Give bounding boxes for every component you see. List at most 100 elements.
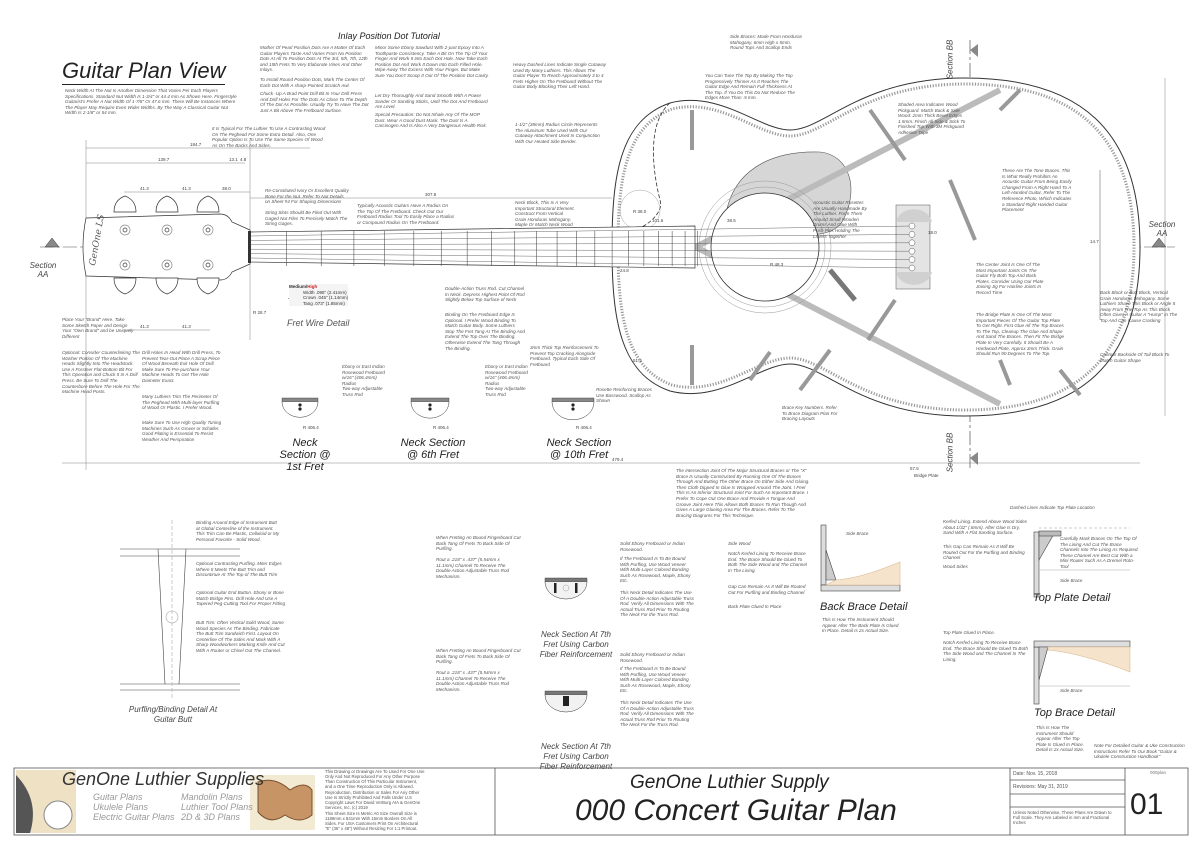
- note-truss-rod-2: Two-way Adjustable Truss Rod: [485, 386, 526, 397]
- string-3: [249, 242, 913, 246]
- fretboard-section: [544, 690, 588, 696]
- note-fretting-bound-2: When Fretting An Bound Fingerboard Cut B…: [436, 648, 521, 665]
- string-6: [249, 257, 913, 269]
- note-neck-detail-2: This Neck Detail Indicates The Use Of A …: [620, 700, 694, 728]
- dim-38-0: 38.0: [222, 186, 231, 191]
- note-top-brace-appear: This Is How The Instrument Should Appear…: [1036, 725, 1085, 753]
- note-brace-key: Brace Key Numbers. Refer To Brace Diagra…: [782, 405, 838, 422]
- note-side-braces: Side Braces: Made From Honduras Mahogany…: [730, 34, 802, 51]
- note-neck-detail-1: This Neck Detail Indicates The Use Of A …: [620, 590, 694, 618]
- note-notch-kerfed-back: Notch Kerfed Lining To Receive Brace End…: [728, 551, 807, 573]
- bridge-pin: [908, 247, 916, 255]
- top-brace-drawing: [1033, 640, 1131, 705]
- note-nut-width: Neck Width At The Nut Is Another Dimensi…: [65, 88, 237, 116]
- note-chuck-up: Chuck -Up A Brad Point Drill Bit In Your…: [260, 91, 369, 113]
- back-brace-drawing: [820, 524, 901, 592]
- dim-139-7: 139.7: [158, 157, 170, 162]
- note-gap-top: This Gap Can Remain As It Will Be Routed…: [943, 544, 1025, 561]
- dim-57-5: 57.5: [910, 466, 919, 471]
- note-back-brace-appear: This Is How The Instrument Should Appear…: [822, 617, 899, 634]
- title-block-frame: [13, 767, 1189, 836]
- product-ukulele-plans: Ukulele Plans: [93, 802, 149, 812]
- neck-radius-label: R 406.4: [576, 425, 592, 430]
- neck-profile: [544, 581, 588, 600]
- note-tuning-machines: Make Sure To Use High Quality Tuning Mac…: [142, 420, 222, 442]
- note-heavy-dashed: Heavy Dashed Lines Indicate Single Cutaw…: [513, 62, 606, 90]
- note-let-dry: Let Dry Thoroughly And Sand Smooth With …: [375, 93, 488, 110]
- dim-r-38: R 38.0: [633, 209, 647, 214]
- product-guitar-plans: Guitar Plans: [93, 792, 143, 802]
- truss-rod: [298, 407, 302, 411]
- note-book: Note For Detailed Guitar & Uke Construct…: [1094, 743, 1185, 760]
- dim-41-3-c: 41.3: [140, 324, 149, 329]
- soundhole: [710, 192, 820, 302]
- dim-307-8: 307.8: [425, 192, 437, 197]
- note-back-block: Back Block or Butt Block, Vertical Grain…: [1100, 290, 1178, 323]
- section-aa-right-marker: [1151, 237, 1167, 248]
- section-aa-right-label: Section AA: [1148, 220, 1176, 238]
- note-fretting-bound-1: When Fretting An Bound Fingerboard Cut B…: [436, 535, 521, 552]
- dim-41-3-a: 41.3: [140, 186, 149, 191]
- note-reconstituted: Re-Constituted Ivory Or Excellent Qualit…: [265, 188, 349, 205]
- truss-rod: [428, 403, 432, 407]
- bridge-pin: [908, 264, 916, 272]
- tuner-button: [113, 195, 137, 213]
- section-bb-bottom-marker: [970, 452, 978, 465]
- dim-51-4: 51.4: [633, 358, 642, 363]
- note-butt-trim: Butt Trim: Often Vertical Solid Wood, Sa…: [196, 620, 285, 653]
- tuner-post-hole: [122, 227, 128, 233]
- note-tone-braces: These Are The Tone Braces. This Is What …: [1002, 168, 1072, 213]
- tuner-button: [113, 277, 137, 295]
- note-tune-top: You Can Tune The Top By Making The Top P…: [705, 73, 795, 101]
- note-drill-holes: Drill Holes In Head With Drill Press, To…: [142, 350, 221, 383]
- back-brace-title: Back Brace Detail: [820, 601, 908, 613]
- note-side-brace-top: Side Brace: [1060, 578, 1083, 583]
- section-bb-top-marker: [970, 44, 978, 57]
- carbon-fiber-sections: [544, 577, 588, 713]
- legal-one-use: This Drawing or Drawings Are To Used For…: [325, 769, 425, 789]
- note-string-slots: String Slots Should Be Filed Out With Ga…: [265, 210, 348, 227]
- purfling-binding-drawing: [120, 520, 240, 700]
- dim-r-48-3: R 48.3: [770, 262, 784, 267]
- note-optional-purfling: Optional Contrasting Purfling. Miter Edg…: [196, 561, 282, 578]
- fret-grade-medium: Medium/: [289, 284, 308, 289]
- dim-41-3-d: 41.3: [182, 324, 191, 329]
- product-mandolin-plans: Mandolin Plans: [181, 792, 243, 802]
- fretboard-section: [281, 397, 319, 403]
- tuner-button: [196, 277, 220, 295]
- top-plate-title: Top Plate Detail: [1033, 592, 1111, 604]
- product-electric-guitar-plans: Electric Guitar Plans: [93, 812, 175, 822]
- revisions-field: Revisions: May 31, 2019: [1013, 784, 1068, 790]
- tuner-post: [119, 259, 131, 271]
- note-truss-rod-1: Two-way Adjustable Truss Rod: [342, 386, 383, 397]
- note-place-brand: Place Your "Brand" Here. Take Some Sketc…: [62, 317, 134, 339]
- note-radius-circle: 1-1/2" (38mm) Radius Circle Represents T…: [515, 122, 600, 144]
- carbon-fiber-rod: [554, 583, 557, 593]
- truss-rod: [562, 584, 570, 592]
- tuner-post: [161, 224, 173, 236]
- note-top-reinforcement: 3mm Thick Top Reinforcement To Prevent T…: [530, 345, 599, 367]
- bridge-pin: [908, 231, 916, 238]
- tuner-button: [155, 277, 179, 295]
- string-5: [249, 253, 913, 260]
- carbon-fiber-rod: [575, 583, 578, 593]
- fretboard-section: [544, 577, 588, 583]
- note-rosettes: Acoustic Guitar Rosettes Are Usually Han…: [813, 200, 867, 239]
- truss-rod: [571, 407, 575, 411]
- note-side-brace-topbrace: Side Brace: [1060, 688, 1083, 693]
- note-neck-block: Neck Block, This Is A Very Important Str…: [515, 200, 575, 228]
- section-bb-top-label: Section BB: [945, 39, 955, 80]
- note-wood-sides: Wood Sides: [943, 564, 968, 569]
- note-rosette-braces: Rosette Reinforcing Braces Use Basswood.…: [596, 387, 652, 404]
- truss-rod-channel: [563, 696, 569, 706]
- note-contour-tail: Contour Backside Of Tail Block To Match …: [1100, 352, 1170, 363]
- company-name: GenOne Luthier Supply: [630, 772, 829, 793]
- fretboard-section: [551, 397, 595, 403]
- headstock: [82, 195, 251, 295]
- bridge-pin: [908, 256, 916, 263]
- fretboard-section: [410, 397, 450, 403]
- tuner-post: [202, 259, 214, 271]
- product-luthier-tool-plans: Luthier Tool Plans: [181, 802, 253, 812]
- note-many-luthiers: Many Luthiers Trim The Perimeter Of The …: [142, 394, 220, 411]
